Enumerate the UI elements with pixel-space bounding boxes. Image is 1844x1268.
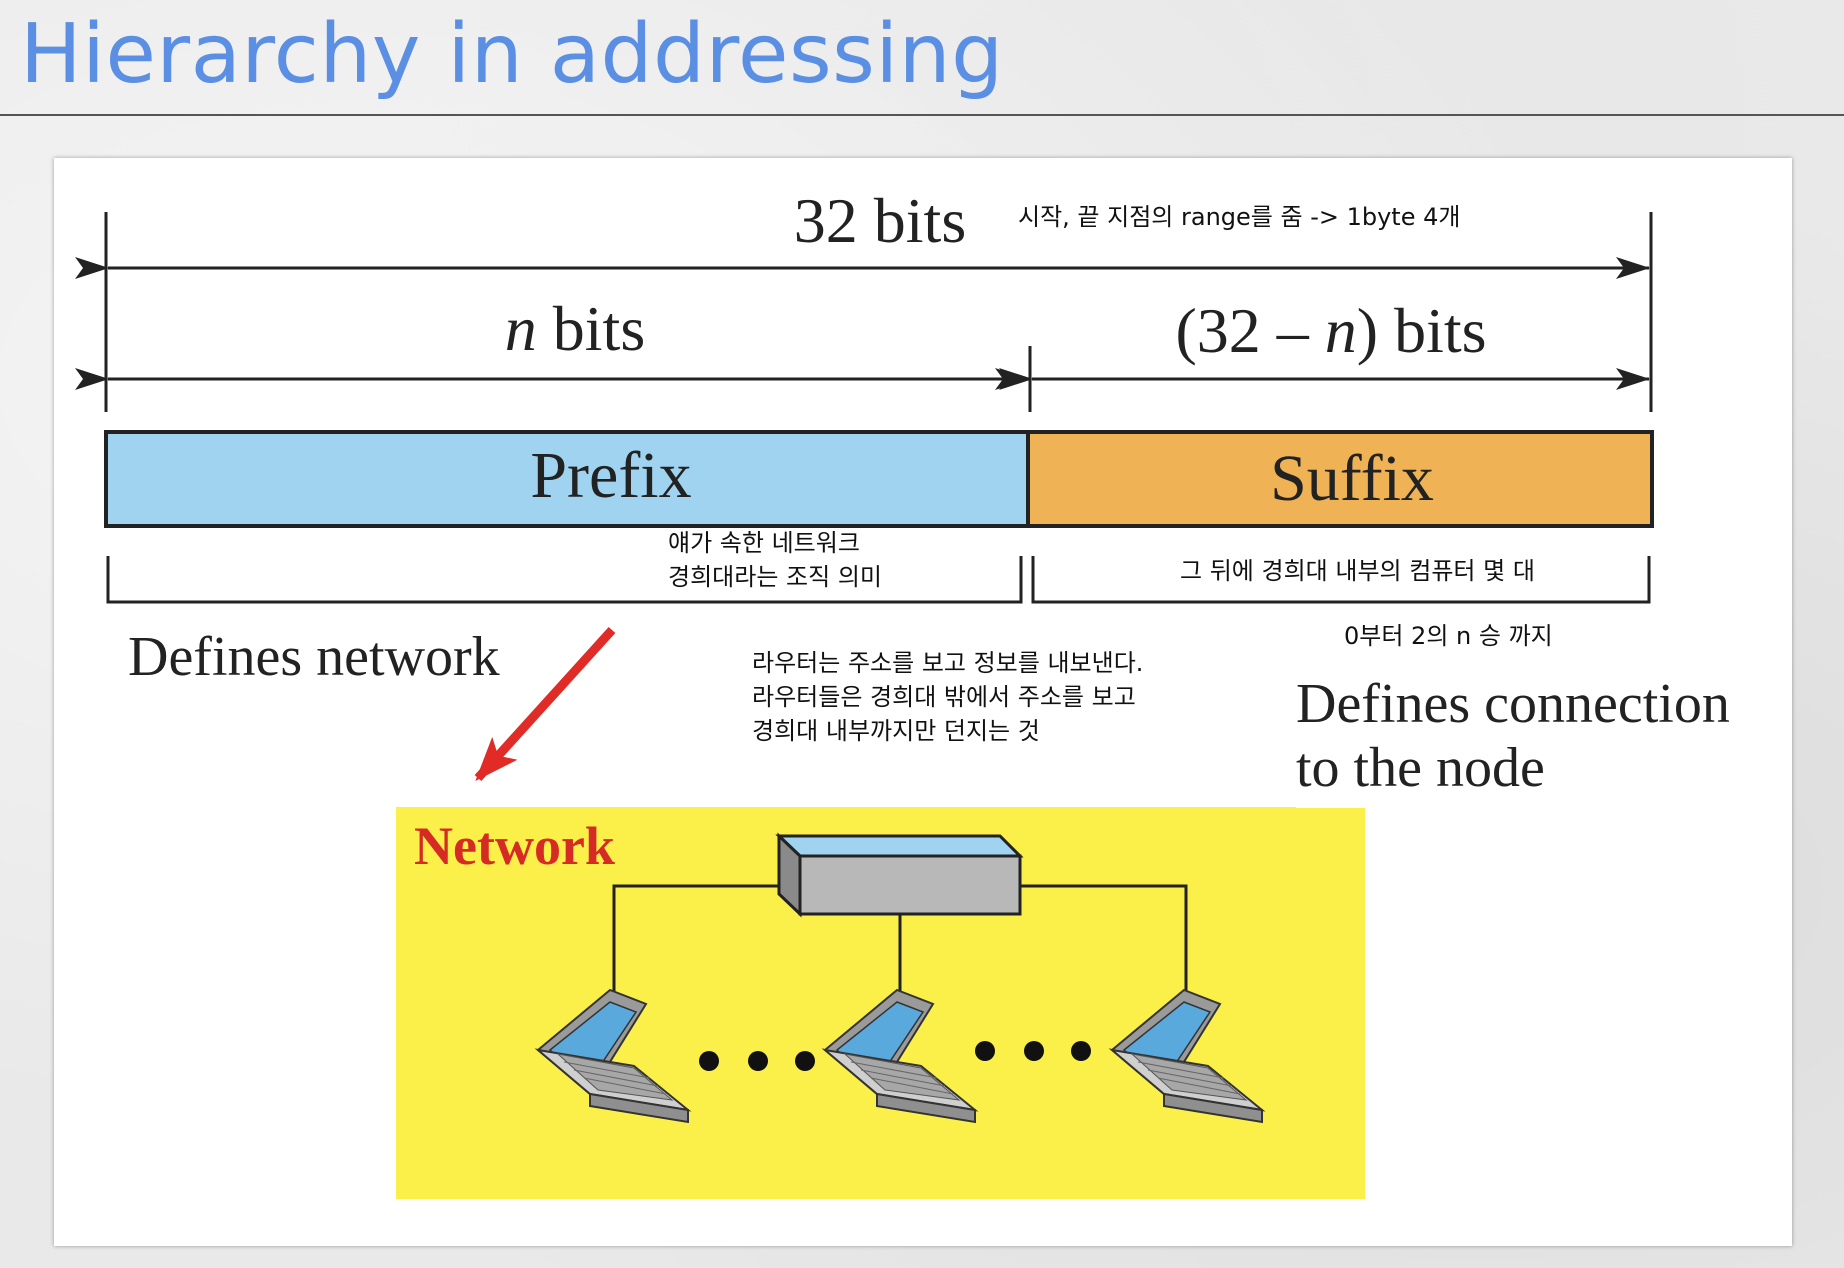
ellipsis-dots (975, 1041, 1091, 1061)
suffix-box (1026, 430, 1654, 528)
network-label: Network (414, 816, 615, 876)
prefix-bits-label: n bits (505, 293, 645, 364)
prefix-bracket (106, 556, 1023, 604)
laptop-icon (1108, 988, 1266, 1124)
suffix-description-line1: Defines connection (1296, 673, 1730, 735)
router-note-line1: 라우터는 주소를 보고 정보를 내보낸다. (752, 649, 1144, 677)
total-bits-label: 32 bits (794, 185, 966, 256)
router-note: 라우터는 주소를 보고 정보를 내보낸다. 라우터들은 경희대 밖에서 주소를 … (752, 646, 1143, 748)
suffix-note: 그 뒤에 경희대 내부의 컴퓨터 몇 대 (1180, 557, 1535, 585)
laptop-icon (821, 988, 979, 1124)
suffix-description: Defines connection to the node (1296, 672, 1738, 800)
slide-title: Hierarchy in addressing (20, 7, 1004, 102)
prefix-description: Defines network (128, 626, 500, 688)
laptop-icon (534, 988, 692, 1124)
router-note-line3: 경희대 내부까지만 던지는 것 (752, 717, 1040, 745)
prefix-note-line1: 얘가 속한 네트워크 (668, 529, 860, 557)
network-cables (612, 884, 1188, 1000)
router-note-line2: 라우터들은 경희대 밖에서 주소를 보고 (752, 683, 1136, 711)
suffix-range-note: 0부터 2의 n 승 까지 (1344, 622, 1553, 650)
red-pointer-arrow (474, 626, 616, 782)
title-divider (0, 114, 1844, 116)
switch-icon (775, 832, 1024, 918)
ellipsis-dots (699, 1051, 815, 1071)
prefix-note: 얘가 속한 네트워크 경희대라는 조직 의미 (668, 526, 882, 594)
suffix-bracket (1031, 556, 1651, 604)
range-note: 시작, 끝 지점의 range를 줌 -> 1byte 4개 (1018, 203, 1461, 231)
suffix-label: Suffix (1270, 442, 1434, 515)
suffix-description-line2: to the node (1296, 737, 1545, 799)
suffix-bits-label: (32 – n) bits (1175, 295, 1486, 366)
prefix-note-line2: 경희대라는 조직 의미 (668, 563, 882, 591)
prefix-label: Prefix (530, 439, 691, 512)
